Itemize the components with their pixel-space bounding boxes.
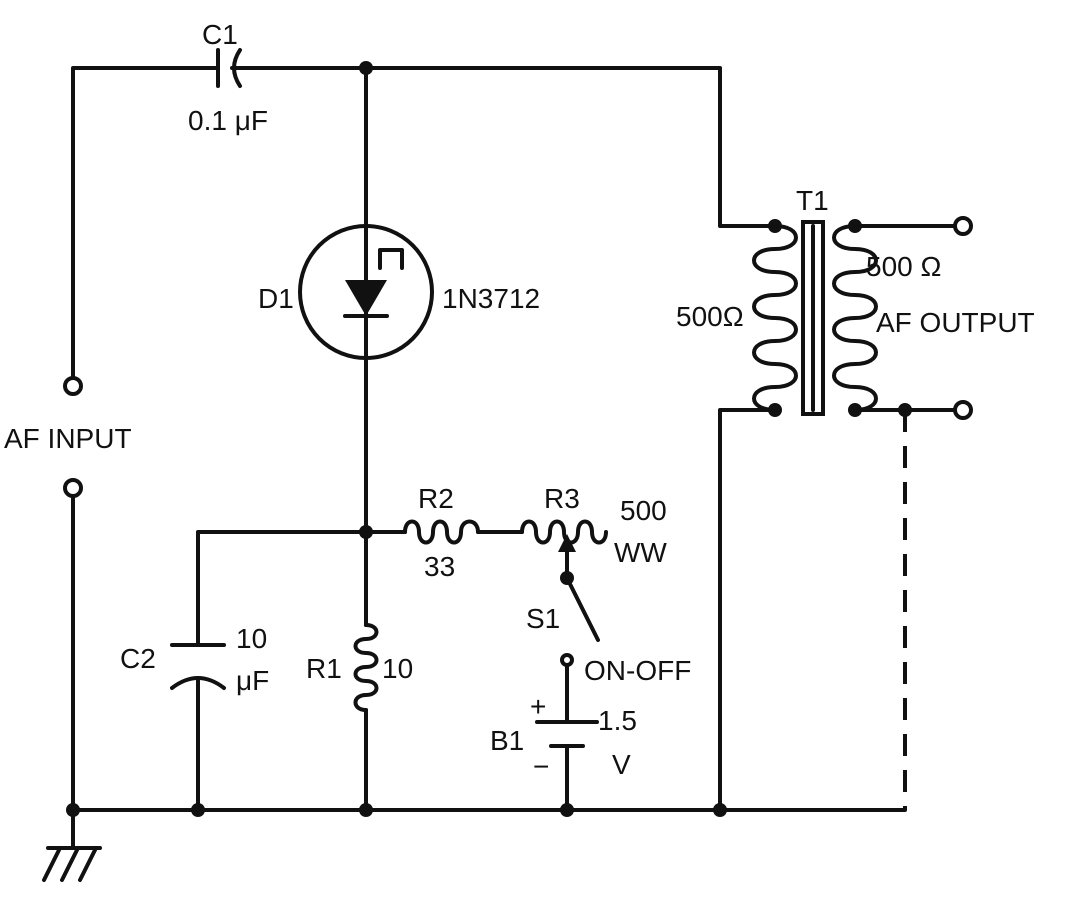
- t1-secondary-impedance: 500 Ω: [866, 251, 941, 282]
- c1-ref: C1: [202, 19, 238, 50]
- capacitor-c1: C1 0.1 μF: [188, 19, 268, 136]
- s1-ref: S1: [526, 603, 560, 634]
- r2-ref: R2: [418, 483, 454, 514]
- t1-secondary-winding: [832, 224, 878, 412]
- output-terminal-bottom: [953, 400, 973, 420]
- b1-minus: −: [533, 751, 549, 782]
- wire-top-rail: [230, 66, 777, 228]
- input-terminal-bottom: [63, 478, 83, 498]
- input-terminals: AF INPUT: [4, 376, 132, 498]
- r1-value: 10: [382, 653, 413, 684]
- capacitor-c2: C2 10 μF: [120, 623, 269, 696]
- b1-plus: +: [530, 691, 546, 722]
- r3-value-line2: WW: [614, 537, 667, 568]
- d1-part: 1N3712: [442, 283, 540, 314]
- switch-contact: [560, 653, 574, 667]
- wires: [71, 66, 957, 850]
- wire-c2-branch: [196, 530, 368, 812]
- potentiometer-r3: R3 500 WW: [520, 483, 667, 580]
- switch-s1: S1 ON-OFF: [526, 576, 691, 686]
- c2-value-line1: 10: [236, 623, 267, 654]
- r1-ref: R1: [306, 653, 342, 684]
- wire-input-top: [71, 66, 220, 382]
- battery-b1: + − B1 1.5 V: [490, 691, 637, 782]
- diode-d1: D1 1N3712: [258, 224, 540, 360]
- resistor-r1: R1 10: [306, 623, 413, 712]
- r3-ref: R3: [544, 483, 580, 514]
- t1-ref: T1: [796, 185, 829, 216]
- ground-icon: [42, 846, 102, 882]
- t1-primary-impedance: 500Ω: [676, 301, 744, 332]
- transformer-t1: T1 500Ω 500 Ω: [676, 185, 941, 416]
- t1-primary-winding: [752, 224, 798, 412]
- input-label: AF INPUT: [4, 423, 132, 454]
- b1-value-line2: V: [612, 749, 631, 780]
- wire-primary-bottom: [718, 408, 777, 812]
- s1-label: ON-OFF: [584, 655, 691, 686]
- output-terminals: AF OUTPUT: [876, 216, 1035, 420]
- r3-value-line1: 500: [620, 495, 667, 526]
- c1-value: 0.1 μF: [188, 105, 268, 136]
- r2-value: 33: [424, 551, 455, 582]
- d1-ref: D1: [258, 283, 294, 314]
- b1-ref: B1: [490, 725, 524, 756]
- b1-value-line1: 1.5: [598, 705, 637, 736]
- c2-value-line2: μF: [236, 665, 269, 696]
- input-terminal-top: [63, 376, 83, 396]
- output-label: AF OUTPUT: [876, 307, 1035, 338]
- junction-dots: [66, 61, 912, 817]
- output-terminal-top: [953, 216, 973, 236]
- resistor-r2: R2 33: [403, 483, 480, 582]
- c2-ref: C2: [120, 643, 156, 674]
- tunnel-diode-marker: [378, 248, 404, 270]
